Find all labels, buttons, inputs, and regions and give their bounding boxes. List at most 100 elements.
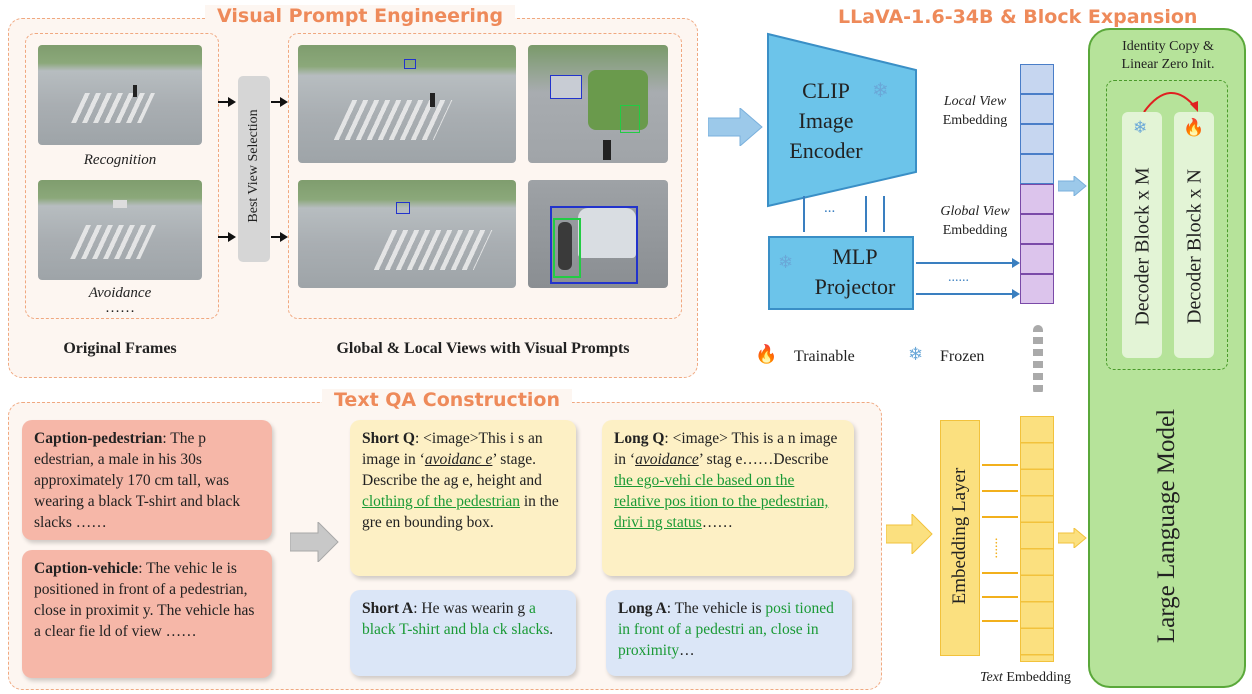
decoder-n-box bbox=[1174, 112, 1214, 358]
text-embed-dots: ...... bbox=[991, 537, 1007, 559]
mlp-to-embed-arrow-1 bbox=[916, 262, 1016, 264]
snowflake-icon: ❄ bbox=[778, 252, 794, 272]
short-a-head: Short A bbox=[362, 600, 414, 617]
mlp-line-1: MLP bbox=[832, 244, 878, 269]
local-view-1 bbox=[528, 45, 668, 163]
long-question-box: Long Q: <image> This is a n image in ‘av… bbox=[602, 420, 854, 576]
clip-to-mlp-arrow-2 bbox=[865, 196, 867, 232]
arrow-to-clip bbox=[708, 108, 763, 146]
text-qa-title: Text QA Construction bbox=[322, 389, 572, 411]
long-q-green: the ego-vehi cle based on the relative p… bbox=[614, 472, 829, 531]
caption-vehicle-head: Caption-vehicle bbox=[34, 560, 139, 577]
global-view-2 bbox=[298, 180, 516, 288]
arrow-captions-to-qa bbox=[290, 522, 339, 562]
clip-line-2: Image bbox=[798, 108, 854, 133]
text-emb-rest: Embedding bbox=[1006, 670, 1071, 685]
short-answer-box: Short A: He was wearin g a black T-shirt… bbox=[350, 590, 576, 676]
clip-to-mlp-arrow-3 bbox=[883, 196, 885, 232]
copy-arc-arrow bbox=[1143, 91, 1198, 113]
text-embed-arrows bbox=[982, 420, 1022, 656]
long-answer-box: Long A: The vehicle is posi tioned in fr… bbox=[606, 590, 852, 676]
frame-label-avoidance: Avoidance bbox=[88, 285, 152, 301]
long-a-part1: : The vehicle is bbox=[666, 600, 766, 617]
original-frames-box bbox=[25, 33, 219, 319]
short-q-italic: avoidanc e bbox=[424, 451, 493, 468]
identity-line-2: Linear Zero Init. bbox=[1121, 57, 1215, 72]
local-view-label: Local View Embedding bbox=[920, 92, 1030, 130]
legend-frozen: Frozen bbox=[940, 348, 985, 365]
clip-mlp-dots: ... bbox=[824, 200, 836, 216]
decoder-block-m: Decoder Block x M bbox=[1131, 167, 1154, 326]
arrow-visual-to-llm bbox=[1058, 176, 1087, 196]
snowflake-icon: ❄ bbox=[1133, 118, 1148, 137]
mlp-embed-dots: ...... bbox=[948, 270, 969, 285]
long-a-green: posi tioned in front of a pedestri an, c… bbox=[618, 600, 834, 659]
caption-pedestrian-box: Caption-pedestrian: The p edestrian, a m… bbox=[22, 420, 272, 540]
global-view-1 bbox=[298, 45, 516, 163]
arrow-head bbox=[280, 232, 288, 242]
short-q-part3: in the gre en bounding box. bbox=[362, 493, 559, 531]
clip-line-3: Encoder bbox=[789, 138, 863, 163]
snowflake-icon: ❄ bbox=[872, 80, 889, 102]
mlp-to-embed-arrow-2 bbox=[916, 293, 1016, 295]
global-view-label: Global View Embedding bbox=[920, 202, 1030, 240]
text-embedding-column bbox=[1020, 416, 1054, 662]
identity-copy-label: Identity Copy & Linear Zero Init. bbox=[1090, 38, 1246, 74]
identity-line-1: Identity Copy & bbox=[1122, 39, 1214, 54]
arrow-frames-to-select-1 bbox=[218, 101, 230, 103]
short-a-green: a black T-shirt and bla ck slacks bbox=[362, 600, 550, 638]
original-frame-recognition bbox=[38, 45, 202, 145]
arrow-qa-to-embedding bbox=[886, 514, 933, 554]
arrow-head bbox=[228, 97, 236, 107]
caption-vehicle-box: Caption-vehicle: The vehic le is positio… bbox=[22, 550, 272, 678]
arrow-head bbox=[1012, 289, 1020, 299]
legend-trainable: Trainable bbox=[794, 348, 855, 365]
caption-pedestrian-head: Caption-pedestrian bbox=[34, 430, 163, 447]
long-q-part3: …… bbox=[701, 514, 733, 531]
short-q-green: clothing of the pedestrian bbox=[362, 493, 520, 510]
block-expansion-box bbox=[1106, 80, 1228, 370]
vertical-dots bbox=[1033, 325, 1043, 395]
local-view-2 bbox=[528, 180, 668, 288]
arrow-frames-to-select-2 bbox=[218, 236, 230, 238]
long-q-italic: avoidance bbox=[635, 451, 699, 468]
frames-ellipsis: …… bbox=[105, 300, 135, 316]
clip-to-mlp-arrow-1 bbox=[803, 196, 805, 232]
frame-label-recognition: Recognition bbox=[83, 152, 157, 168]
local-view-italic: Local View bbox=[943, 94, 1007, 109]
fire-icon: 🔥 bbox=[755, 344, 778, 364]
long-q-part1: : <image> This is a n image in ‘ bbox=[614, 430, 838, 468]
global-local-views-label: Global & Local Views with Visual Prompts bbox=[336, 340, 630, 357]
long-a-part2: … bbox=[679, 642, 695, 659]
mlp-line-2: Projector bbox=[814, 274, 896, 299]
local-view-embedding: Embedding bbox=[942, 113, 1008, 128]
embedding-layer-box bbox=[940, 420, 980, 656]
arrow-select-to-views-2 bbox=[271, 236, 281, 238]
snowflake-icon: ❄ bbox=[908, 344, 924, 364]
decoder-block-n: Decoder Block x N bbox=[1183, 169, 1206, 324]
arrow-text-to-llm bbox=[1058, 528, 1087, 548]
short-q-part1: : <image>This i s an image in ‘ bbox=[362, 430, 543, 468]
best-view-selection-box bbox=[238, 76, 270, 262]
short-a-part2: . bbox=[549, 621, 554, 638]
arrow-head bbox=[280, 97, 288, 107]
decoder-m-box bbox=[1122, 112, 1162, 358]
llm-label: Large Language Model bbox=[1153, 408, 1180, 644]
global-view-italic: Global View bbox=[940, 204, 1010, 219]
short-q-head: Short Q bbox=[362, 430, 415, 447]
caption-vehicle-body: : The vehic le is positioned in front of… bbox=[34, 560, 255, 640]
long-a-head: Long A bbox=[618, 600, 667, 617]
original-frame-avoidance bbox=[38, 180, 202, 280]
long-q-head: Long Q bbox=[614, 430, 665, 447]
text-emb-italic: Text bbox=[980, 670, 1003, 685]
arrow-head bbox=[228, 232, 236, 242]
short-question-box: Short Q: <image>This i s an image in ‘av… bbox=[350, 420, 576, 576]
global-view-embedding: Embedding bbox=[942, 223, 1008, 238]
embedding-layer-label: Embedding Layer bbox=[949, 467, 970, 605]
mlp-projector-box bbox=[768, 236, 914, 310]
arrow-select-to-views-1 bbox=[271, 101, 281, 103]
arrow-head bbox=[1012, 258, 1020, 268]
caption-pedestrian-body: : The p edestrian, a male in his 30s app… bbox=[34, 430, 241, 531]
clip-line-1: CLIP bbox=[802, 78, 850, 103]
visual-embedding-column bbox=[1020, 64, 1054, 312]
